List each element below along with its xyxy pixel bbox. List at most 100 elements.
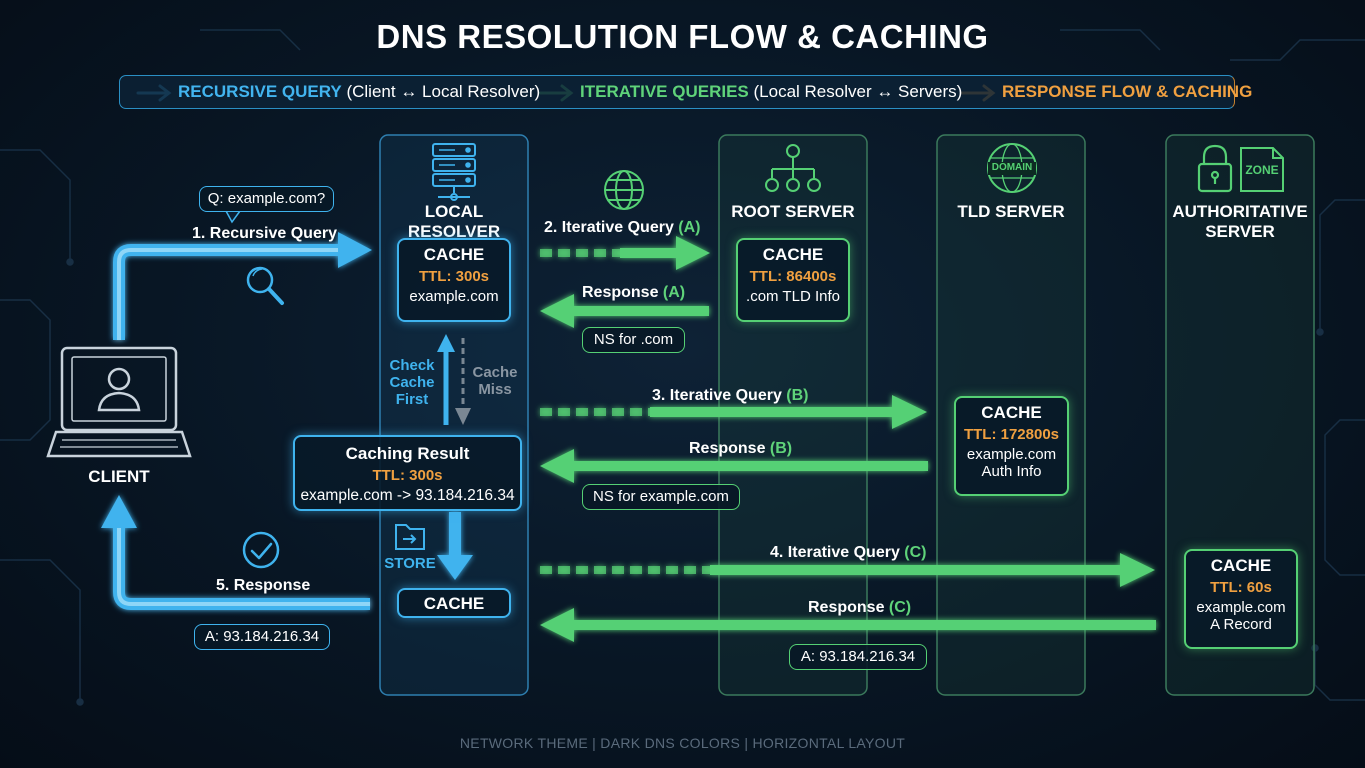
root-cache-ttl: TTL: 86400s xyxy=(749,268,837,285)
iterative-query-c-tag: (C) xyxy=(904,544,927,561)
recursive-query-label: 1. Recursive Query xyxy=(192,225,337,242)
ns-example-pill: NS for example.com xyxy=(582,484,740,510)
check-cache-arrow xyxy=(437,334,455,425)
resolver-cache-box: CACHE TTL: 300s example.com xyxy=(397,238,511,322)
cache-miss-line1: Cache xyxy=(472,364,518,381)
tld-cache-title: CACHE xyxy=(981,403,1042,422)
legend-iterative-desc: (Local Resolver ↔ Servers) xyxy=(753,82,963,101)
check-cache-line2: Cache xyxy=(389,374,435,391)
response-c-text: Response xyxy=(808,599,885,616)
response-c-tag: (C) xyxy=(888,599,912,616)
authoritative-server-label: AUTHORITATIVE SERVER xyxy=(1166,202,1314,242)
caching-result-ttl: TTL: 300s xyxy=(372,467,443,484)
legend-recursive-desc: (Client ↔ Local Resolver) xyxy=(346,82,541,101)
auth-cache-box: CACHE TTL: 60s example.com A Record xyxy=(1184,549,1298,649)
response-c-label: Response (C) xyxy=(808,599,911,617)
iterative-query-c-label: 4. Iterative Query (C) xyxy=(770,544,927,562)
client-a-record-pill: A: 93.184.216.34 xyxy=(194,624,330,650)
root-server-label: ROOT SERVER xyxy=(731,202,855,221)
iterative-query-a-arrow xyxy=(540,236,710,270)
auth-cache-title: CACHE xyxy=(1210,556,1272,575)
caching-result-box: Caching Result TTL: 300s example.com -> … xyxy=(293,435,522,511)
response-a-text: Response xyxy=(582,284,659,301)
laptop-user-icon xyxy=(46,346,192,458)
resolver-cache-title: CACHE xyxy=(423,245,485,264)
response-c-arrow xyxy=(540,608,1156,642)
zone-icon-text: ZONE xyxy=(1245,163,1279,177)
server-rack-icon xyxy=(432,143,476,201)
auth-cache-ttl: TTL: 60s xyxy=(1210,579,1272,596)
response-a-arrow xyxy=(540,294,709,328)
domain-globe-icon xyxy=(987,143,1037,193)
legend-response-desc: FLOW & CACHING xyxy=(1101,82,1253,101)
query-bubble-tail xyxy=(225,210,241,224)
store-cache-box: CACHE xyxy=(397,588,511,618)
circuit-background xyxy=(0,29,1365,706)
check-cache-first-label: Check Cache First xyxy=(384,357,440,408)
response-b-arrow xyxy=(540,449,928,483)
check-cache-line3: First xyxy=(395,391,429,408)
cache-miss-arrow xyxy=(455,338,471,425)
zone-file-icon xyxy=(1240,147,1284,192)
response-b-text: Response xyxy=(689,440,766,457)
iterative-query-a-label: 2. Iterative Query (A) xyxy=(544,219,701,237)
iterative-query-a-text: 2. Iterative Query xyxy=(544,219,674,236)
footer-caption: NETWORK THEME | DARK DNS COLORS | HORIZO… xyxy=(459,735,906,751)
padlock-icon xyxy=(1197,144,1233,193)
iterative-query-b-label: 3. Iterative Query (B) xyxy=(652,387,809,405)
root-cache-desc: .com TLD Info xyxy=(746,288,840,305)
legend-iterative: ITERATIVE QUERIES (Local Resolver ↔ Serv… xyxy=(580,82,962,102)
checkmark-circle-icon xyxy=(242,531,280,569)
tld-cache-ttl: TTL: 172800s xyxy=(963,426,1060,443)
check-cache-line1: Check xyxy=(389,357,435,374)
store-arrow xyxy=(437,512,473,580)
resolver-cache-desc: example.com xyxy=(409,288,499,305)
iterative-query-a-tag: (A) xyxy=(678,219,701,236)
resolver-cache-ttl: TTL: 300s xyxy=(418,268,490,285)
legend-iterative-title: ITERATIVE QUERIES xyxy=(580,82,749,101)
auth-cache-desc2: A Record xyxy=(1210,616,1272,633)
caching-result-mapping: example.com -> 93.184.216.34 xyxy=(300,487,515,504)
domain-icon-text: DOMAIN xyxy=(991,162,1033,173)
store-cache-title: CACHE xyxy=(423,594,485,613)
legend-bar: RECURSIVE QUERY (Client ↔ Local Resolver… xyxy=(119,75,1252,109)
tld-cache-desc1: example.com xyxy=(966,446,1057,463)
auth-cache-desc1: example.com xyxy=(1196,599,1286,616)
auth-a-record-pill: A: 93.184.216.34 xyxy=(789,644,927,670)
client-label: CLIENT xyxy=(88,467,150,486)
cache-miss-line2: Miss xyxy=(478,381,512,398)
iterative-query-b-tag: (B) xyxy=(786,387,809,404)
response-a-tag: (A) xyxy=(662,284,686,301)
diagram-title: DNS RESOLUTION FLOW & CACHING xyxy=(376,18,989,55)
authoritative-label-line2: SERVER xyxy=(1205,222,1275,241)
iterative-query-b-text: 3. Iterative Query xyxy=(652,387,782,404)
response-b-tag: (B) xyxy=(769,440,793,457)
response-b-label: Response (B) xyxy=(689,440,792,458)
tld-cache-box: CACHE TTL: 172800s example.com Auth Info xyxy=(954,396,1069,496)
legend-response: RESPONSE FLOW & CACHING xyxy=(1002,82,1252,102)
cache-miss-label: Cache Miss xyxy=(470,364,520,398)
iterative-query-c-arrow xyxy=(540,553,1155,587)
globe-icon xyxy=(604,170,644,210)
root-cache-box: CACHE TTL: 86400s .com TLD Info xyxy=(736,238,850,322)
store-label: STORE xyxy=(384,555,436,572)
response-a-label: Response (A) xyxy=(582,284,685,302)
legend-recursive-title: RECURSIVE QUERY xyxy=(178,82,342,101)
magnifier-icon xyxy=(246,266,284,305)
ns-com-pill: NS for .com xyxy=(582,327,685,353)
tld-cache-desc2: Auth Info xyxy=(981,463,1042,480)
caching-result-title: Caching Result xyxy=(345,444,470,463)
store-folder-icon xyxy=(395,524,425,550)
local-resolver-label: LOCAL RESOLVER xyxy=(407,202,501,241)
recursive-query-arrow xyxy=(113,232,372,340)
iterative-query-b-arrow xyxy=(540,395,927,429)
authoritative-label-line1: AUTHORITATIVE xyxy=(1172,202,1308,221)
legend-response-title: RESPONSE xyxy=(1002,82,1097,101)
final-response-arrow xyxy=(101,495,370,610)
query-bubble: Q: example.com? xyxy=(199,186,334,212)
root-cache-title: CACHE xyxy=(762,245,824,264)
tld-server-label: TLD SERVER xyxy=(957,202,1065,221)
hierarchy-icon xyxy=(765,144,821,192)
iterative-query-c-text: 4. Iterative Query xyxy=(770,544,900,561)
